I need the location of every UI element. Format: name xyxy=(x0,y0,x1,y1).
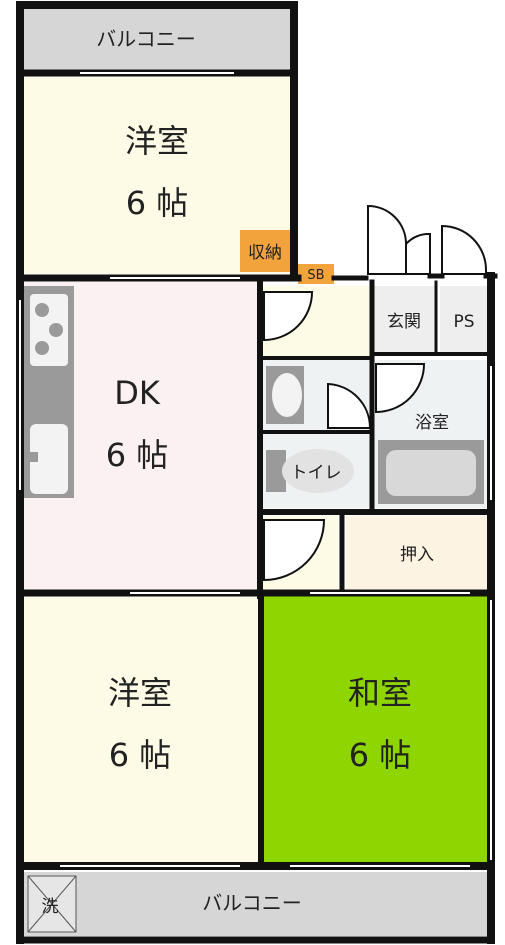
storage-label: 収納 xyxy=(248,243,282,263)
japanese-room xyxy=(264,596,488,862)
balcony-bottom xyxy=(24,872,488,936)
sb-badge xyxy=(298,264,334,284)
western-room-bottom-size: 6 帖 xyxy=(109,736,172,774)
western-room-top-name: 洋室 xyxy=(125,122,189,160)
balcony-top xyxy=(24,8,290,70)
sb-label: SB xyxy=(307,268,324,283)
western-room-top-size: 6 帖 xyxy=(126,184,189,222)
toilet-label: トイレ xyxy=(291,463,342,483)
balcony-bottom-label: バルコニー xyxy=(202,891,302,915)
burner-icon xyxy=(35,303,49,317)
balcony-top-label: バルコニー xyxy=(96,27,196,51)
ps-label: PS xyxy=(453,312,474,332)
toilet-bowl xyxy=(282,449,354,493)
entrance xyxy=(372,286,436,352)
western-room-bottom xyxy=(24,596,258,862)
toilet-tank xyxy=(266,450,286,492)
burner-icon xyxy=(49,323,63,337)
doors xyxy=(263,204,487,582)
washer-label: 洗 xyxy=(42,897,59,917)
closet-label: 押入 xyxy=(400,545,434,565)
japanese-room-size: 6 帖 xyxy=(349,736,412,774)
burner-icon xyxy=(35,341,49,355)
dk-name: DK xyxy=(114,374,161,412)
japanese-room-name: 和室 xyxy=(348,674,412,712)
dk-size: 6 帖 xyxy=(106,436,169,474)
closet xyxy=(346,516,488,590)
sink-drain-icon xyxy=(28,452,38,462)
windows xyxy=(19,72,492,867)
western-room-bottom-name: 洋室 xyxy=(108,674,172,712)
bath-label: 浴室 xyxy=(415,413,449,433)
entrance-label: 玄関 xyxy=(387,312,421,332)
basin-bowl xyxy=(272,373,302,417)
bathtub-inner xyxy=(386,450,476,496)
sink xyxy=(30,424,68,494)
storage-badge xyxy=(240,230,290,272)
washer-cross xyxy=(27,875,77,933)
ps xyxy=(440,286,488,352)
